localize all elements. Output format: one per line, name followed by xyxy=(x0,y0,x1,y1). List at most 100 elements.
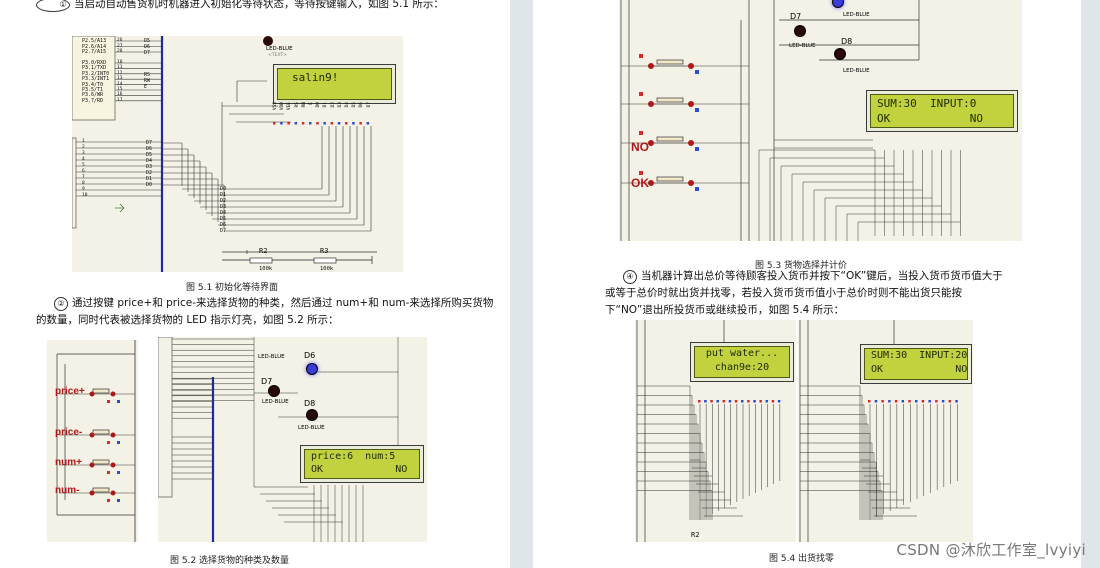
led-body xyxy=(263,36,273,46)
pin-number: 7 xyxy=(82,175,85,180)
pin-number: 2 xyxy=(82,145,85,150)
step-number-1: ① xyxy=(36,0,70,12)
component-body xyxy=(728,400,732,403)
mcu-pin-number: 27 xyxy=(117,43,123,49)
mcu-pin-label: P3.7/RD xyxy=(82,97,104,104)
button-no[interactable]: NO xyxy=(631,140,649,154)
led-text-placeholder: <TEXT> xyxy=(268,53,287,58)
schematic-wires xyxy=(636,320,781,542)
paragraph-2-text: 通过按键 price+和 price-来选择货物的种类，然后通过 num+和 n… xyxy=(36,297,494,326)
figure-5-2-buttons-panel: price+ price- num+ num- xyxy=(47,340,138,542)
net-label: E xyxy=(144,84,148,90)
lcd-row-1: SUM:30 INPUT:20 xyxy=(871,350,968,361)
mcu-pin-label: P2.6/A14 xyxy=(82,43,107,50)
component-body xyxy=(941,400,945,403)
component-body xyxy=(894,400,898,403)
component-body xyxy=(935,400,938,403)
component-body xyxy=(117,441,120,444)
led-d7-name: D7 xyxy=(790,12,802,21)
mcu-pin-number: 11 xyxy=(117,65,123,71)
led-label: LED-BLUE xyxy=(843,12,870,18)
mcu-pin-number: 17 xyxy=(117,97,123,103)
component-body xyxy=(695,108,699,112)
component-body xyxy=(920,128,923,131)
pin-number: 5 xyxy=(82,163,85,168)
figure-5-4-left-schematic: put water... chan9e:20 R2 xyxy=(635,320,796,542)
button-terminal xyxy=(688,140,694,146)
mcu-pin-number: 14 xyxy=(117,81,123,87)
button-terminal xyxy=(89,391,95,397)
caption-figure-5-2: 图 5.2 选择货物的种类及数量 xyxy=(170,556,290,566)
component-body xyxy=(92,459,110,465)
component-body xyxy=(882,128,885,131)
component-body xyxy=(901,400,905,403)
component-body xyxy=(996,128,999,131)
led-d8-name: D8 xyxy=(841,37,853,46)
button-terminal xyxy=(688,63,694,69)
button-terminal xyxy=(648,140,654,146)
resistor-r2-name: R2 xyxy=(259,247,268,255)
component-body xyxy=(309,122,312,125)
component-body xyxy=(330,122,334,125)
component-body xyxy=(987,128,990,131)
component-body xyxy=(695,70,699,74)
component-body xyxy=(313,257,337,264)
mcu-pin-number: 16 xyxy=(117,92,123,98)
component-body xyxy=(759,400,762,403)
pin-number: 4 xyxy=(82,157,85,162)
component-body xyxy=(901,128,904,131)
button-terminal xyxy=(648,180,654,186)
lcd-pin-label: D4 xyxy=(345,102,350,108)
component-body xyxy=(92,388,110,394)
lcd-row-2: OK NO xyxy=(311,464,408,475)
step-number-2: ② xyxy=(54,297,68,311)
net-label: D7 xyxy=(144,50,151,56)
net-label: D0 xyxy=(146,182,153,188)
pin-number: 1 xyxy=(82,139,85,144)
component-body xyxy=(695,187,699,191)
led-d8-name: D8 xyxy=(304,399,316,408)
mcu-pin-label: P3.2/INT0 xyxy=(82,70,110,77)
page-gutter xyxy=(510,0,533,568)
button-num-minus[interactable]: num- xyxy=(55,485,80,496)
mcu-pin-label: P2.5/A13 xyxy=(82,38,107,44)
net-label: D1 xyxy=(146,176,153,182)
button-terminal xyxy=(89,490,95,496)
net-label: RS xyxy=(144,72,151,78)
button-price-minus[interactable]: price- xyxy=(55,427,83,438)
button-terminal xyxy=(688,101,694,107)
component-body xyxy=(734,400,738,403)
component-body xyxy=(639,171,643,175)
net-label: D3 xyxy=(146,164,153,170)
mcu-pin-label: P3.1/TXD xyxy=(82,65,107,72)
lcd-display: SUM:30 INPUT:20 OK NO xyxy=(864,348,968,380)
lcd-row-1: SUM:30 INPUT:0 xyxy=(877,97,977,110)
component-body xyxy=(695,147,699,151)
component-body xyxy=(928,400,931,403)
net-label: D5 xyxy=(144,38,151,44)
component-body xyxy=(722,400,726,403)
net-label: D3 xyxy=(220,204,227,210)
paragraph-1-text: 当启动自动售货机时机器进入初始化等待状态，等待按键输入，如图 5.1 所示： xyxy=(74,0,444,10)
button-ok[interactable]: OK xyxy=(631,176,649,190)
led-d8 xyxy=(834,48,846,60)
component-body xyxy=(704,400,707,403)
csdn-watermark: CSDN @沐欣工作室_lvyiyi xyxy=(896,541,1086,559)
resistor-r3-name: R3 xyxy=(320,247,329,255)
button-price-plus[interactable]: price+ xyxy=(55,386,85,397)
button-terminal xyxy=(688,180,694,186)
lcd-display: put water... chan9e:20 xyxy=(694,346,790,378)
component-body xyxy=(771,400,775,403)
lcd-row-1: price:6 num:5 xyxy=(311,451,396,462)
net-label: D5 xyxy=(146,152,153,158)
lcd-display: SUM:30 INPUT:0 OK NO xyxy=(870,94,1014,128)
pin-number: 3 xyxy=(82,151,85,156)
led-label: LED-BLUE xyxy=(258,354,285,360)
led-d7 xyxy=(268,385,280,397)
button-num-plus[interactable]: num+ xyxy=(55,457,82,468)
component-body xyxy=(930,128,933,131)
mcu-pin-number: 15 xyxy=(117,87,123,92)
lcd-pin-label: D6 xyxy=(359,102,365,108)
